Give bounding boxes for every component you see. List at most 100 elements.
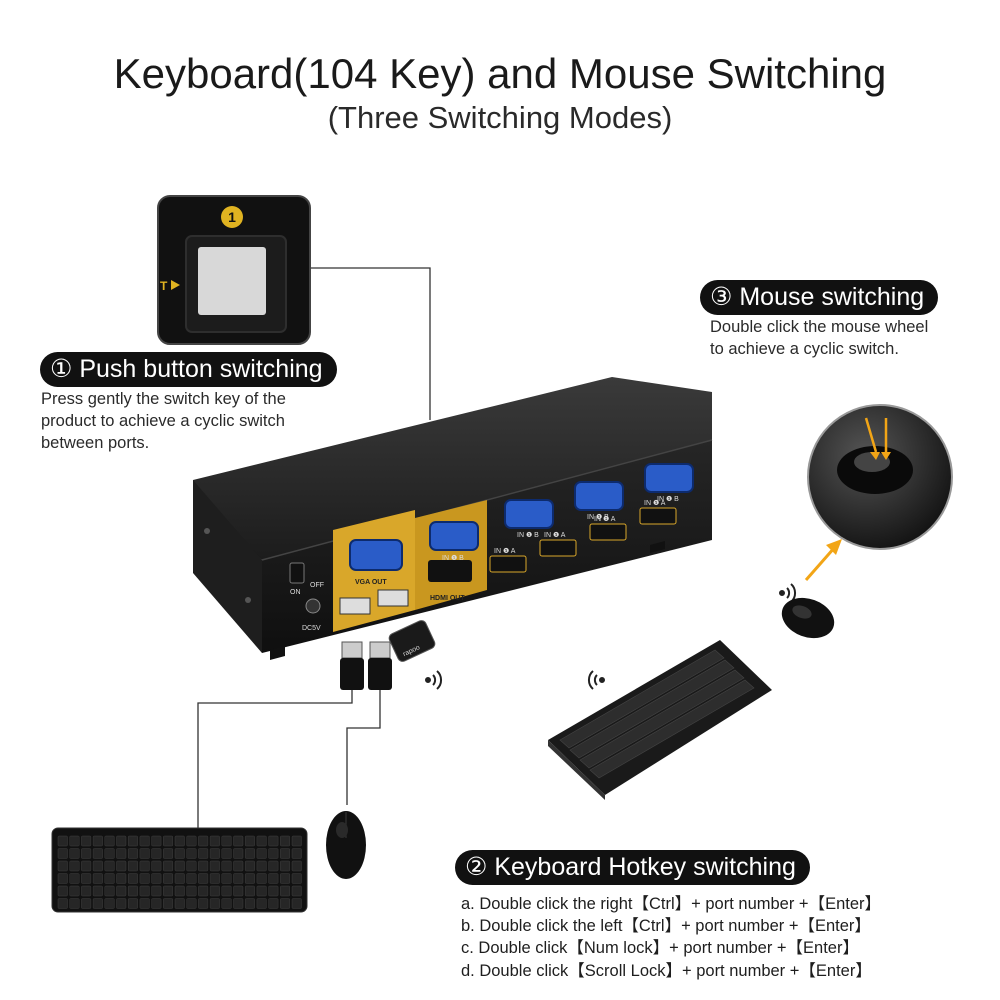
keyboard-key [139, 835, 150, 847]
keyboard-key [92, 885, 103, 897]
keyboard-key [104, 860, 115, 872]
keyboard-key [209, 848, 220, 859]
keyboard-key [280, 848, 291, 859]
mouse-desc-line: to achieve a cyclic switch. [710, 340, 899, 358]
keyboard-key [280, 885, 291, 897]
keyboard-key [291, 848, 302, 859]
wifi-signal-icon [779, 583, 797, 603]
keyboard-key [244, 898, 255, 909]
keyboard-key [104, 848, 115, 859]
mouse-mode-title: ③ Mouse switching [700, 280, 939, 315]
wifi-signal-icon [587, 670, 605, 690]
usb-plugs [340, 641, 392, 690]
keyboard-key [186, 873, 197, 884]
power-dc-label: DC5V [302, 625, 321, 632]
keyboard-key [221, 848, 232, 859]
keyboard-key [69, 860, 80, 872]
keyboard-key [104, 885, 115, 897]
keyboard-key [174, 873, 185, 884]
keyboard-key [151, 873, 162, 884]
keyboard-key [57, 885, 68, 897]
keyboard-key [280, 835, 291, 847]
mouse-desc-line: Double click the mouse wheel [710, 318, 929, 336]
keyboard-key [198, 848, 209, 859]
keyboard-key [81, 873, 92, 884]
keyboard-key [116, 848, 127, 859]
vga-out-label: VGA OUT [355, 579, 387, 586]
keyboard-key [280, 860, 291, 872]
keyboard-key [280, 873, 291, 884]
keyboard-key [198, 835, 209, 847]
keyboard-key [221, 873, 232, 884]
keyboard-key [174, 885, 185, 897]
keyboard-key [221, 898, 232, 909]
page-subtitle: (Three Switching Modes) [327, 100, 673, 135]
keyboard-key [163, 885, 174, 897]
keyboard-key [127, 873, 138, 884]
hotkey-line-a: a. Double click the right【Ctrl】+ port nu… [461, 895, 882, 913]
keyboard-key [268, 898, 279, 909]
pointer-arrow [804, 539, 842, 581]
push-button-marker: T [160, 279, 168, 293]
keyboard-key [256, 860, 267, 872]
in-a-label-2: IN ❶ A [544, 531, 566, 539]
keyboard-key [291, 898, 302, 909]
keyboard-key [81, 885, 92, 897]
in-b-label-4: IN ❶ B [657, 495, 679, 503]
keyboard-key [116, 835, 127, 847]
keyboard-key [233, 898, 244, 909]
keyboard-key [151, 860, 162, 872]
keyboard-key [233, 873, 244, 884]
in-a-label-3: IN ❶ A [594, 515, 616, 523]
push-desc-line: product to achieve a cyclic switch [41, 412, 285, 430]
mouse-mode-description: Double click the mouse wheel to achieve … [710, 316, 928, 360]
keyboard-key [233, 885, 244, 897]
keyboard-key [268, 848, 279, 859]
keyboard-key [104, 898, 115, 909]
page-title: Keyboard(104 Key) and Mouse Switching [113, 50, 887, 97]
power-section [289, 562, 321, 614]
power-off-label: OFF [310, 582, 324, 589]
wifi-signal-icon [425, 670, 443, 690]
keyboard-key [280, 898, 291, 909]
connector-lines [197, 267, 431, 835]
keyboard-key [151, 835, 162, 847]
keyboard-key [92, 835, 103, 847]
wireless-keyboard [548, 640, 772, 800]
keyboard-key [163, 860, 174, 872]
keyboard-key [57, 860, 68, 872]
keyboard-key [127, 848, 138, 859]
keyboard-key [163, 873, 174, 884]
keyboard-key [116, 898, 127, 909]
keyboard-key [221, 835, 232, 847]
wireless-dongle [388, 620, 436, 662]
power-on-label: ON [290, 589, 301, 596]
keyboard-key [81, 860, 92, 872]
keyboard-key [291, 835, 302, 847]
keyboard-key [57, 898, 68, 909]
keyboard-key [244, 848, 255, 859]
keyboard-key [198, 860, 209, 872]
keyboard-key [163, 848, 174, 859]
keyboard-key [209, 835, 220, 847]
keyboard-key [104, 835, 115, 847]
keyboard-key [139, 898, 150, 909]
in-b-label-3: IN ❶ B [587, 513, 609, 521]
keyboard-key [233, 860, 244, 872]
keyboard-key [198, 885, 209, 897]
keyboard-key [186, 848, 197, 859]
keyboard-key [127, 898, 138, 909]
keyboard-key [81, 898, 92, 909]
keyboard-key [221, 860, 232, 872]
keyboard-key [291, 873, 302, 884]
keyboard-key [186, 885, 197, 897]
hotkey-line-c: c. Double click【Num lock】+ port number +… [461, 939, 859, 957]
keyboard-key [81, 848, 92, 859]
keyboard-key [151, 848, 162, 859]
wireless-mouse [781, 597, 835, 639]
hotkey-line-b: b. Double click the left【Ctrl】+ port num… [461, 917, 871, 935]
keyboard-key [268, 835, 279, 847]
push-button-mode-title: ① Push button switching [40, 352, 337, 387]
keyboard-key [174, 835, 185, 847]
